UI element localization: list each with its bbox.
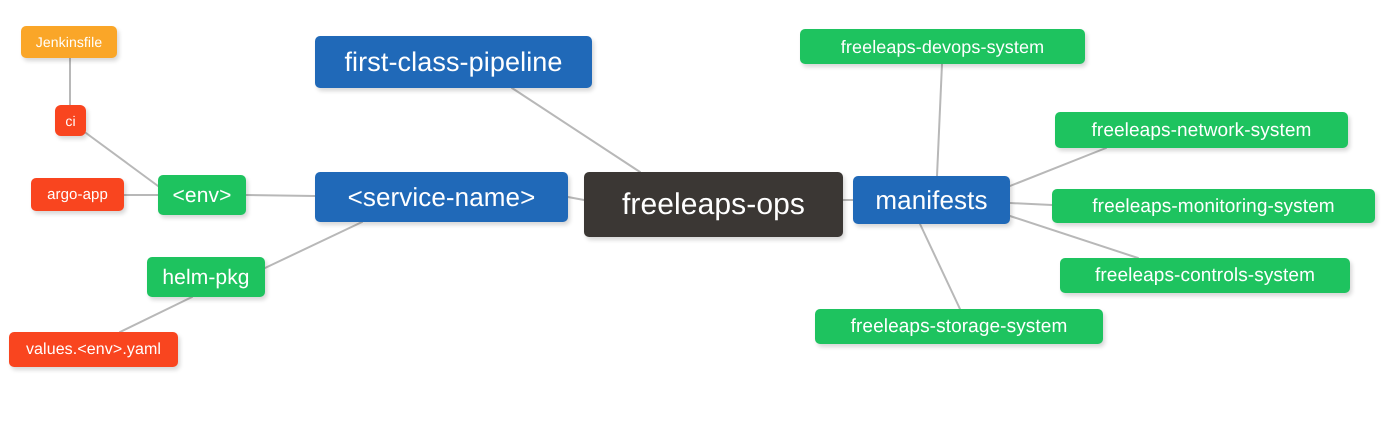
node-storage-system[interactable]: freeleaps-storage-system [815,309,1103,344]
node-freeleaps-ops[interactable]: freeleaps-ops [584,172,843,237]
node-service-name[interactable]: <service-name> [315,172,568,222]
edge-manifests-to-monitoring-system [1009,202,1053,206]
node-jenkinsfile[interactable]: Jenkinsfile [21,26,117,58]
node-values-yaml[interactable]: values.<env>.yaml [9,332,178,367]
edge-first-class-pipeline-to-freeleaps-ops [511,87,641,173]
edge-values-yaml-to-helm-pkg [119,296,193,333]
node-network-system[interactable]: freeleaps-network-system [1055,112,1348,148]
node-env[interactable]: <env> [158,175,246,215]
edge-manifests-to-network-system [1009,147,1107,187]
node-controls-system[interactable]: freeleaps-controls-system [1060,258,1350,293]
node-devops-system[interactable]: freeleaps-devops-system [800,29,1085,64]
node-first-class-pipeline[interactable]: first-class-pipeline [315,36,592,88]
edge-env-to-service-name [245,194,316,197]
node-helm-pkg[interactable]: helm-pkg [147,257,265,297]
edge-service-name-to-freeleaps-ops [567,196,585,201]
node-argo-app[interactable]: argo-app [31,178,124,211]
edge-helm-pkg-to-service-name [264,221,363,269]
node-manifests[interactable]: manifests [853,176,1010,224]
node-monitoring-system[interactable]: freeleaps-monitoring-system [1052,189,1375,223]
edge-manifests-to-storage-system [919,223,961,310]
edge-manifests-to-devops-system [936,63,943,177]
node-ci[interactable]: ci [55,105,86,136]
